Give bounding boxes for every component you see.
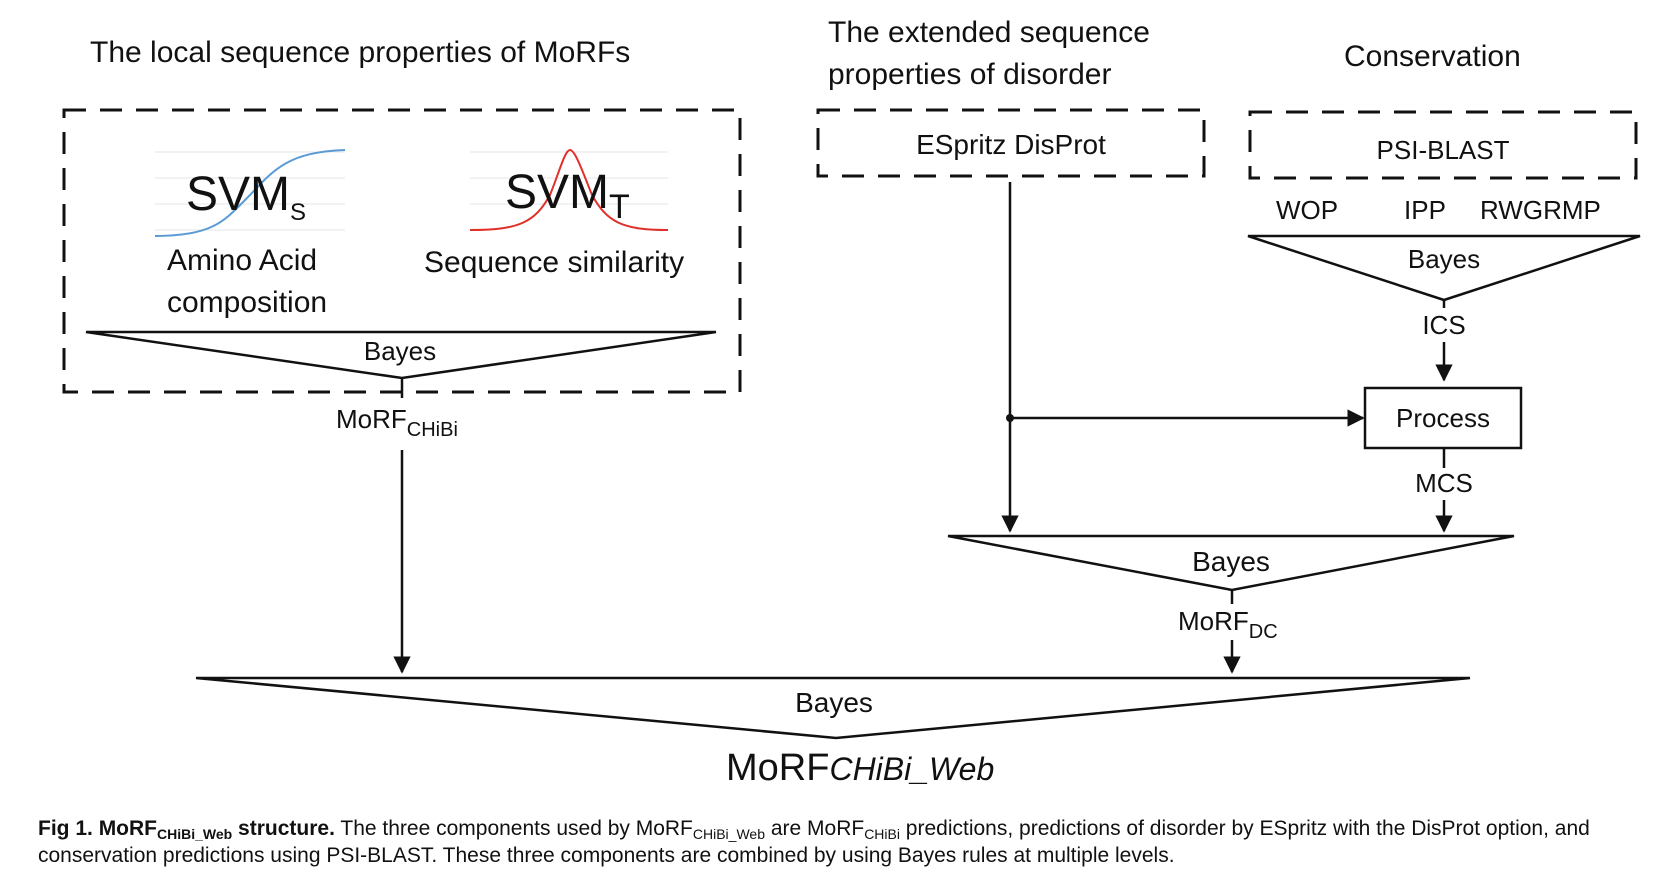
mcs-label: MCS [1415,468,1473,498]
local-bayes-triangle [85,330,717,380]
dc-bayes-label: Bayes [1192,546,1270,577]
conservation-title: Conservation [1344,40,1521,73]
morf-chibi-web-label: MoRFCHiBi_Web [726,747,994,789]
svm-t-gaussian-plot [469,148,669,231]
espritz-box [816,108,1206,178]
caption-title: MoRFCHiBi_Web structure. [98,817,335,842]
caption-sub-1: CHiBi_Web [692,826,765,842]
svm-s-sigmoid-plot [154,149,346,237]
sigmoid-curve [154,149,346,237]
conservation-bayes-label: Bayes [1408,244,1480,274]
architecture-diagram: The local sequence properties of MoRFs T… [62,16,1641,789]
caption-fig-label: Fig 1. [38,817,93,840]
caption-text-2: are MoRF [765,817,865,840]
ics-label: ICS [1422,310,1465,340]
final-bayes-label: Bayes [795,687,873,718]
caption-sub-2: CHiBi [864,826,900,842]
ipp-label: IPP [1404,195,1446,225]
composition-label: composition [167,286,327,319]
svm-t-label: SVMT [505,166,630,226]
wop-label: WOP [1276,195,1338,225]
gaussian-curve [469,148,669,231]
process-label: Process [1396,403,1490,433]
svm-s-label: SVMS [186,168,306,226]
process-box [1363,386,1523,450]
extended-properties-title-line1: The extended sequence [828,16,1150,49]
morf-chibi-label: MoRFCHiBi [336,404,458,441]
conservation-bayes-triangle [1247,234,1641,302]
caption-text-3: predictions, predictions of disorder by … [38,817,1590,867]
extended-properties-title-line2: properties of disorder [828,58,1111,91]
figure-caption: Fig 1. MoRFCHiBi_Web structure. The thre… [38,815,1638,869]
psiblast-label: PSI-BLAST [1377,135,1510,165]
dc-bayes-triangle [947,534,1515,592]
morf-dc-label: MoRFDC [1178,606,1278,643]
rwgrmp-label: RWGRMP [1480,195,1601,225]
caption-text-1: The three components used by MoRF [334,817,693,840]
local-bayes-label: Bayes [364,336,436,366]
final-bayes-triangle [195,676,1471,740]
amino-acid-label: Amino Acid [167,244,317,277]
psiblast-box [1248,110,1638,180]
sequence-similarity-label: Sequence similarity [424,246,684,279]
local-properties-title: The local sequence properties of MoRFs [90,36,630,69]
espritz-label: ESpritz DisProt [916,129,1106,160]
